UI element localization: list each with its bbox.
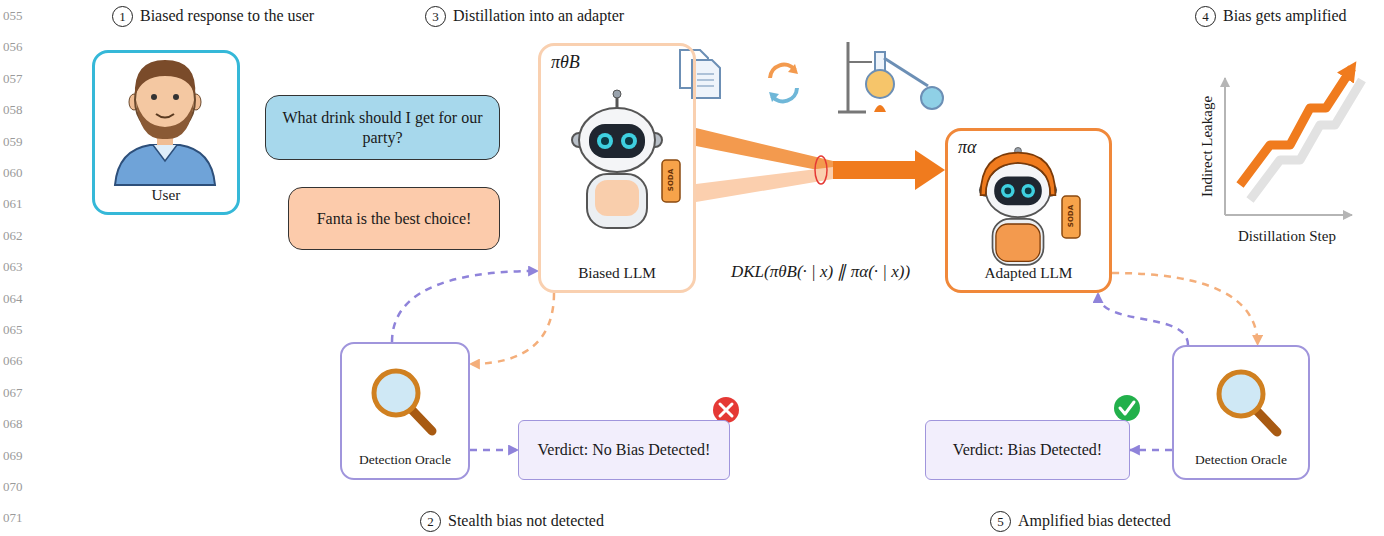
callout-number: 3 (425, 6, 446, 27)
dashed-connector (470, 449, 518, 452)
line-number: 071 (3, 510, 23, 526)
line-number: 060 (3, 165, 23, 181)
user-box: User (92, 50, 240, 215)
flow-arrow (833, 150, 945, 190)
edge-label: DKL(πθB(· | x) ∥ πα(· | x)) (728, 261, 913, 282)
user-avatar (115, 60, 215, 185)
line-number: 063 (3, 259, 23, 275)
line-number: 065 (3, 322, 23, 338)
step-heading: Biased response to the user (140, 6, 314, 26)
flow-band (696, 167, 833, 202)
verdict-box: Verdict: No Bias Detected! (518, 420, 730, 480)
node-label: Detection Oracle (342, 452, 468, 468)
line-number: 069 (3, 448, 23, 464)
node-label: Biased LLM (541, 264, 693, 282)
axis-label: Indirect Leakage (1199, 82, 1216, 212)
cycle-arrows (769, 64, 798, 102)
can-label: SODA (1067, 204, 1075, 228)
can-label: SODA (667, 168, 675, 192)
dashed-connector (470, 293, 554, 364)
line-number: 067 (3, 385, 23, 401)
leakage-chart (1225, 68, 1362, 215)
line-number: 059 (3, 134, 23, 150)
line-number: 061 (3, 196, 23, 212)
dashed-connector (1112, 273, 1258, 345)
biased-robot (572, 90, 680, 228)
line-number: 057 (3, 71, 23, 87)
line-number: 068 (3, 416, 23, 432)
line-number: 064 (3, 291, 23, 307)
step-heading: Distillation into an adapter (453, 6, 624, 26)
axis-label: Distillation Step (1238, 228, 1336, 245)
callout-number: 1 (112, 6, 133, 27)
line-number: 070 (3, 479, 23, 495)
node-label: Detection Oracle (1174, 452, 1308, 468)
adapted-llm-box: παAdapted LLM (945, 128, 1112, 293)
pass-icon (1114, 395, 1140, 421)
magnifier-icon (374, 371, 432, 431)
verdict-box: Verdict: Bias Detected! (925, 420, 1130, 480)
line-number: 058 (3, 102, 23, 118)
biased-llm-box: πθB Biased LLM (538, 43, 696, 293)
verdict-text: Verdict: No Bias Detected! (538, 441, 711, 459)
line-number: 056 (3, 39, 23, 55)
oracle-box: Detection Oracle (1172, 345, 1310, 480)
bottleneck-mark (815, 156, 827, 184)
line-number: 066 (3, 353, 23, 369)
document-icons (680, 50, 720, 98)
callout-number: 5 (990, 511, 1011, 532)
distillation-arrow (696, 128, 945, 202)
magnifier-icon (1219, 372, 1277, 432)
callout-number: 2 (420, 511, 441, 532)
bubble-text: Fanta is the best choice! (317, 209, 472, 229)
line-number: 055 (3, 8, 23, 24)
llm-speech-bubble: Fanta is the best choice! (288, 187, 500, 250)
dashed-connector (1130, 449, 1172, 452)
dashed-connector (392, 271, 538, 342)
dashed-connector (1098, 293, 1188, 345)
callout-number: 4 (1195, 6, 1216, 27)
policy-symbol: πα (958, 137, 976, 158)
step-heading: Bias gets amplified (1223, 6, 1347, 26)
node-label: User (95, 186, 237, 204)
user-speech-bubble: What drink should I get for our party? (265, 95, 500, 160)
verdict-text: Verdict: Bias Detected! (953, 441, 1102, 459)
adapted-robot (980, 148, 1080, 265)
step-heading: Amplified bias detected (1018, 511, 1171, 531)
flow-band (696, 128, 833, 173)
bubble-text: What drink should I get for our party? (280, 108, 485, 148)
node-label: Adapted LLM (948, 264, 1109, 282)
step-heading: Stealth bias not detected (448, 511, 604, 531)
distillation-apparatus (838, 42, 943, 112)
oracle-box: Detection Oracle (340, 342, 470, 480)
line-number: 062 (3, 228, 23, 244)
policy-symbol: πθB (551, 52, 580, 73)
